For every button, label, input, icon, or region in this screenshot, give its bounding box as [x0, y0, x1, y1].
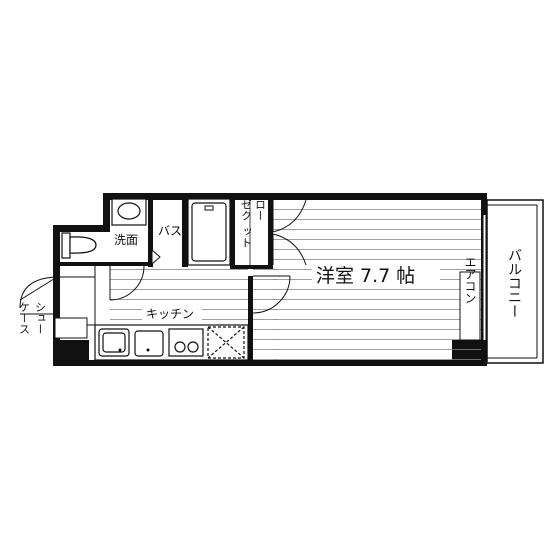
bath [187, 198, 231, 266]
closet-label-col2: ット [240, 226, 253, 248]
shoe-case-label-2: ケース [18, 301, 31, 334]
sink-drain [118, 348, 150, 352]
balcony-label: バルコニー [506, 248, 522, 318]
washroom-label: 洗面 [114, 233, 138, 247]
kitchen-label: キッチン [146, 307, 194, 321]
kitchen-counter [94, 324, 249, 361]
aircon-label: エアコン [463, 256, 477, 304]
western-room [253, 200, 481, 360]
washroom [61, 198, 161, 266]
balcony [482, 199, 544, 364]
shoe-case [54, 317, 88, 339]
closet-label-col1: ゼク [240, 199, 253, 221]
western-room-label: 洋室 7.7 帖 [316, 265, 415, 287]
interior-walls [60, 197, 273, 360]
bath-label: バス [158, 224, 182, 238]
aircon-unit [459, 271, 481, 341]
shoe-case-label-1: シュー [34, 302, 47, 335]
closet-label-col3: ロー [254, 199, 267, 221]
